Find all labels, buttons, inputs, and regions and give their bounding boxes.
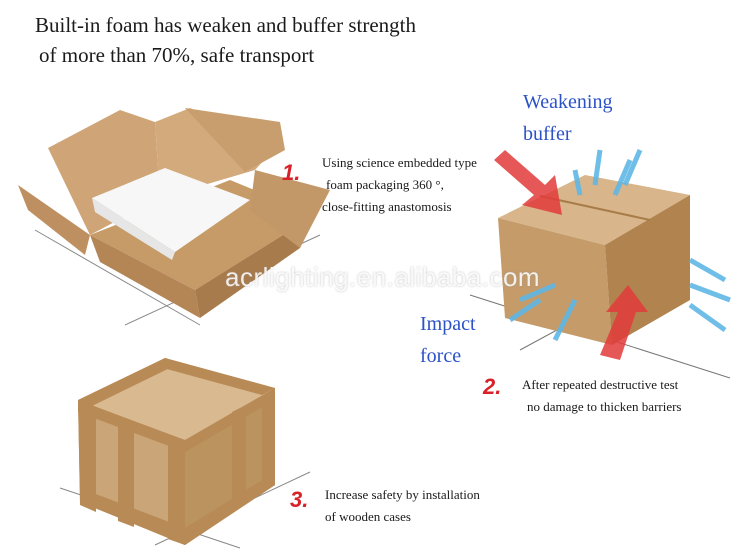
step-2-line-2: no damage to thicken barriers xyxy=(527,399,682,414)
watermark: acrlighting.en.alibaba.com xyxy=(225,262,541,292)
step-1-line-2: foam packaging 360 °, xyxy=(326,177,444,192)
red-arrows xyxy=(494,150,648,360)
step-2-caption: After repeated destructive test no damag… xyxy=(522,374,682,418)
title-line-2: of more than 70%, safe transport xyxy=(39,43,315,67)
title-line-1: Built-in foam has weaken and buffer stre… xyxy=(35,13,417,37)
step-2-line-1: After repeated destructive test xyxy=(522,377,679,392)
step-3-caption: Increase safety by installation of woode… xyxy=(325,484,480,528)
step-3-line-1: Increase safety by installation xyxy=(325,487,480,502)
blue-arrows xyxy=(508,149,731,342)
step-3-line-2: of wooden cases xyxy=(325,509,411,524)
step-2-number: 2. xyxy=(483,374,502,399)
step-1-line-1: Using science embedded type xyxy=(322,155,477,170)
step-1-line-3: close-fitting anastomosis xyxy=(322,199,452,214)
wooden-case-image xyxy=(78,358,275,545)
impact-label-line-2: force xyxy=(420,345,462,367)
open-box-image xyxy=(18,108,330,318)
step-1-caption: Using science embedded type foam packagi… xyxy=(322,152,477,218)
step-1-number: 1. xyxy=(282,160,301,185)
impact-force-label: Impact force xyxy=(420,308,476,372)
weakening-label-line-1: Weakening xyxy=(523,91,613,113)
impact-label-line-1: Impact xyxy=(420,313,476,335)
closed-box-image xyxy=(498,175,690,345)
step-3-number: 3. xyxy=(290,487,309,512)
weakening-buffer-label: Weakening buffer xyxy=(523,86,612,150)
page-title: Built-in foam has weaken and buffer stre… xyxy=(35,10,416,70)
weakening-label-line-2: buffer xyxy=(523,123,572,145)
